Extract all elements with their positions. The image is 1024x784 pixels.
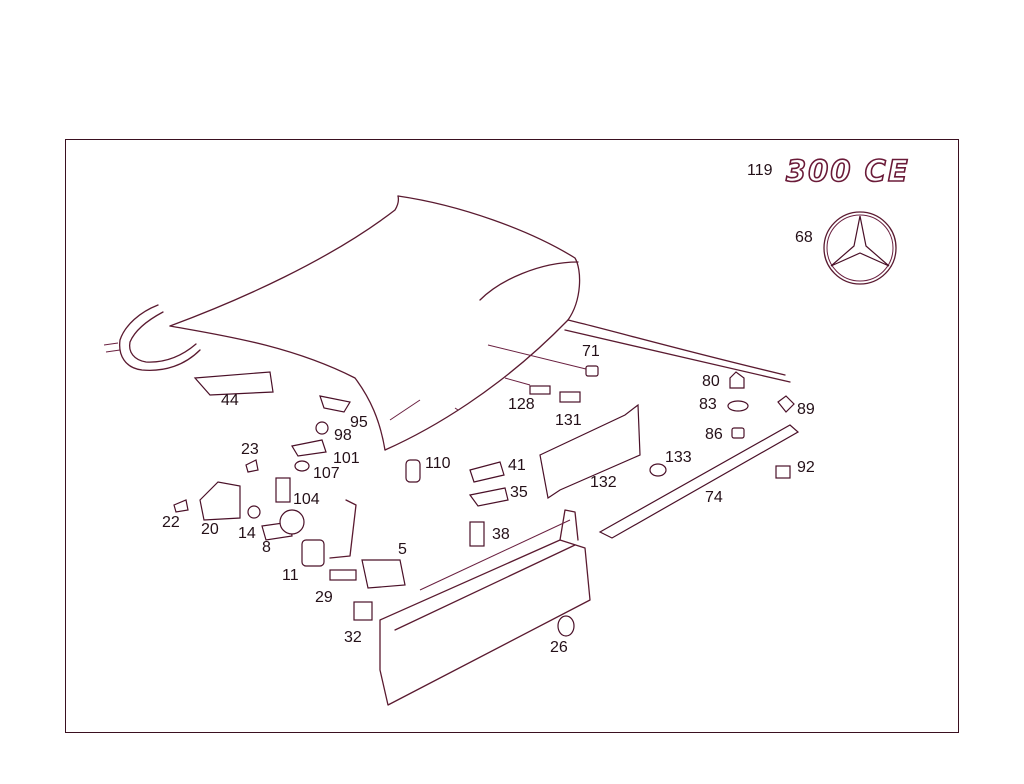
part-label-32[interactable]: 32	[344, 629, 362, 646]
part-label-14[interactable]: 14	[238, 525, 256, 542]
part-label-26[interactable]: 26	[550, 639, 568, 656]
part-label-29[interactable]: 29	[315, 589, 333, 606]
part-label-22[interactable]: 22	[162, 514, 180, 531]
part-label-107[interactable]: 107	[313, 465, 340, 482]
part-label-95[interactable]: 95	[350, 414, 368, 431]
bracket-shape	[539, 403, 641, 500]
small-parts	[173, 365, 795, 637]
seal-strip-shape	[598, 424, 800, 539]
part-label-74[interactable]: 74	[705, 489, 723, 506]
part-label-89[interactable]: 89	[797, 401, 815, 418]
model-code: 119	[747, 162, 773, 179]
part-label-71[interactable]: 71	[582, 343, 600, 360]
trunk-lid-drawing	[103, 195, 791, 451]
part-label-38[interactable]: 38	[492, 526, 510, 543]
part-label-131[interactable]: 131	[555, 412, 582, 429]
part-44-shape	[193, 371, 274, 396]
part-label-41[interactable]: 41	[508, 457, 526, 474]
part-label-92[interactable]: 92	[797, 459, 815, 476]
diagram-frame	[65, 139, 959, 733]
part-label-101[interactable]: 101	[333, 450, 360, 467]
part-label-68[interactable]: 68	[795, 229, 813, 246]
part-label-20[interactable]: 20	[201, 521, 219, 538]
rail-drawing	[379, 509, 591, 706]
part-label-44[interactable]: 44	[221, 392, 239, 409]
model-badge: 300 CE	[785, 153, 910, 189]
part-label-104[interactable]: 104	[293, 491, 320, 508]
part-label-133[interactable]: 133	[665, 449, 692, 466]
part-label-132[interactable]: 132	[590, 474, 617, 491]
part-label-8[interactable]: 8	[262, 539, 271, 556]
part-label-98[interactable]: 98	[334, 427, 352, 444]
part-label-128[interactable]: 128	[508, 396, 535, 413]
part-label-5[interactable]: 5	[398, 541, 407, 558]
part-label-110[interactable]: 110	[425, 455, 451, 472]
part-label-80[interactable]: 80	[702, 373, 720, 390]
part-label-23[interactable]: 23	[241, 441, 259, 458]
part-label-83[interactable]: 83	[699, 396, 717, 413]
part-label-35[interactable]: 35	[510, 484, 528, 501]
star-emblem-drawing	[823, 211, 897, 285]
part-label-86[interactable]: 86	[705, 426, 723, 443]
part-label-11[interactable]: 11	[282, 567, 299, 584]
